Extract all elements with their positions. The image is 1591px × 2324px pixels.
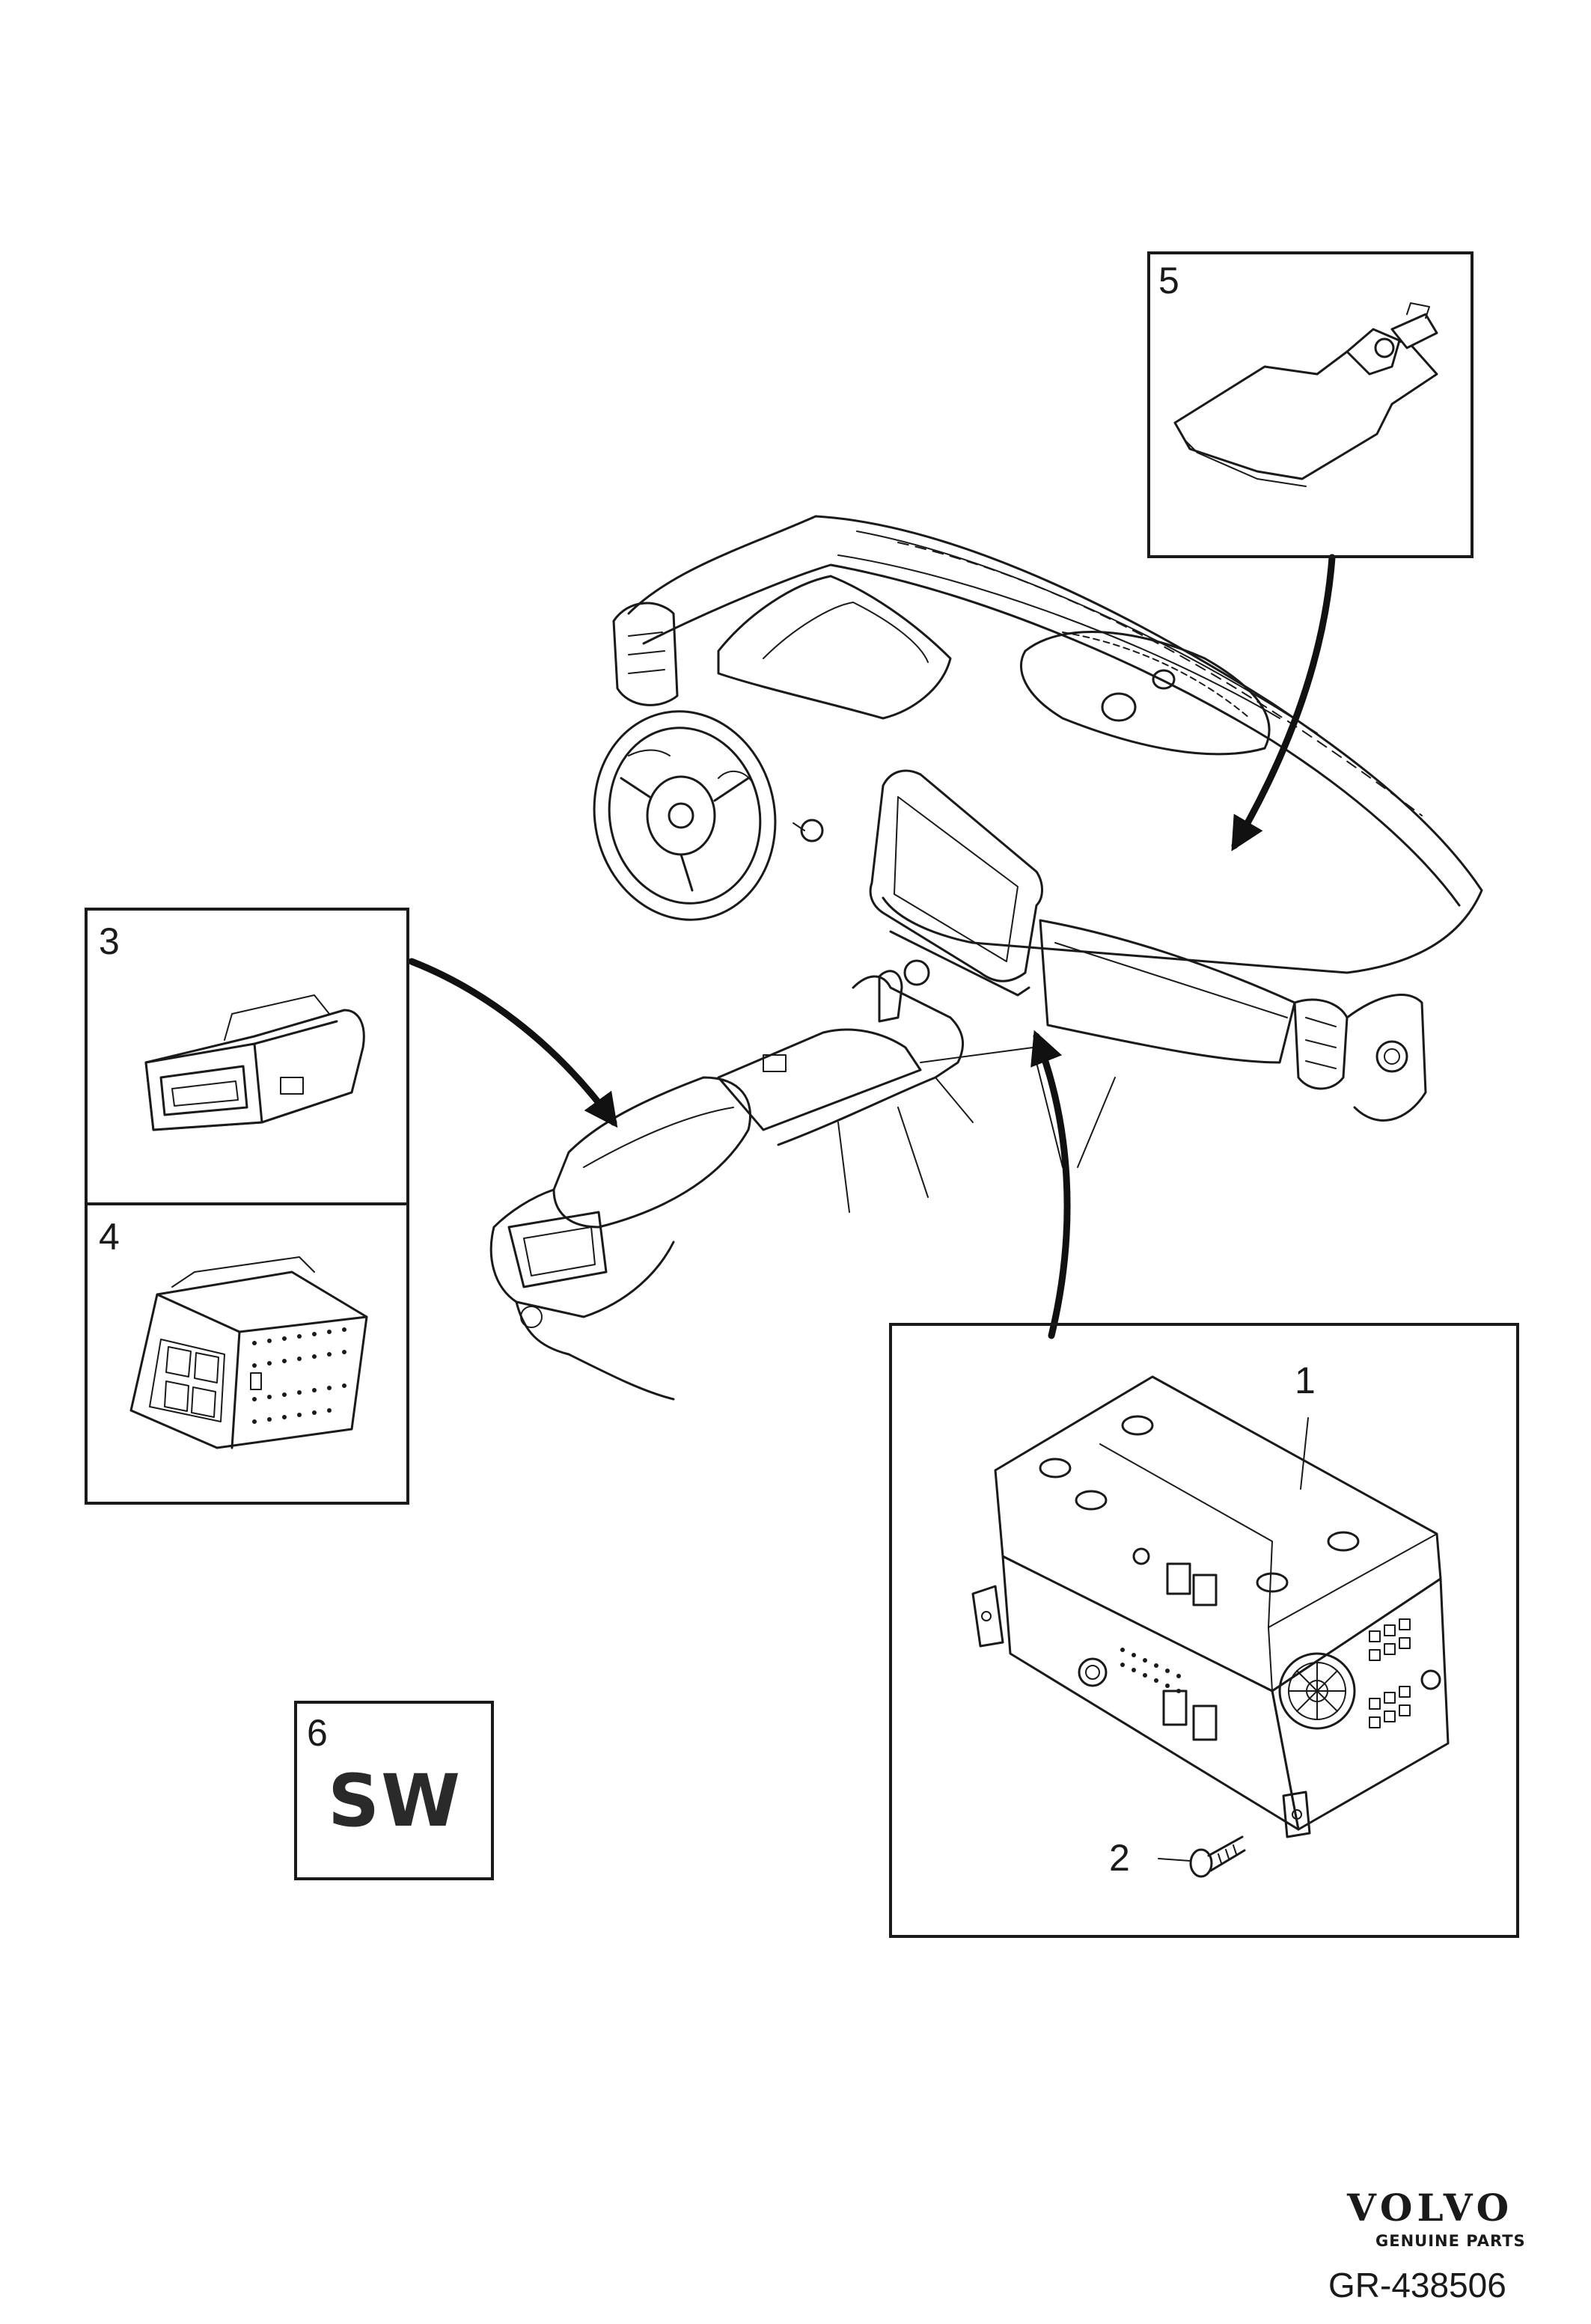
box-software-6 (294, 1701, 494, 1880)
center-display (869, 769, 1043, 997)
software-label: SW (328, 1759, 462, 1843)
callout-6: 6 (307, 1712, 328, 1754)
volvo-logo: VOLVO GENUINE PARTS (1346, 2186, 1526, 2250)
callout-4: 4 (99, 1216, 120, 1258)
steering-wheel (593, 710, 777, 921)
hub-vent-dots (252, 1327, 346, 1424)
callout-5: 5 (1158, 260, 1179, 302)
dashboard-illustration (489, 515, 1483, 1401)
infotainment-unit (971, 1375, 1450, 1838)
arrow-1 (1030, 1030, 1071, 1339)
callout-3: 3 (99, 920, 120, 962)
arrow-5 (1231, 554, 1336, 851)
box-part-1 (889, 1323, 1519, 1938)
box-part-5 (1147, 251, 1474, 558)
center-console (489, 970, 974, 1401)
box-part-4 (85, 1202, 409, 1505)
callout-2: 2 (1109, 1837, 1130, 1879)
brand-tagline: GENUINE PARTS (1375, 2232, 1526, 2250)
drawing-code: GR-438506 (1328, 2266, 1506, 2305)
arrow-3 (408, 958, 618, 1128)
screw-part-2 (1158, 1835, 1246, 1878)
brand-name: VOLVO (1346, 2186, 1513, 2230)
leader-1 (1300, 1417, 1309, 1490)
callout-1: 1 (1295, 1360, 1316, 1401)
box-part-3 (85, 908, 409, 1205)
